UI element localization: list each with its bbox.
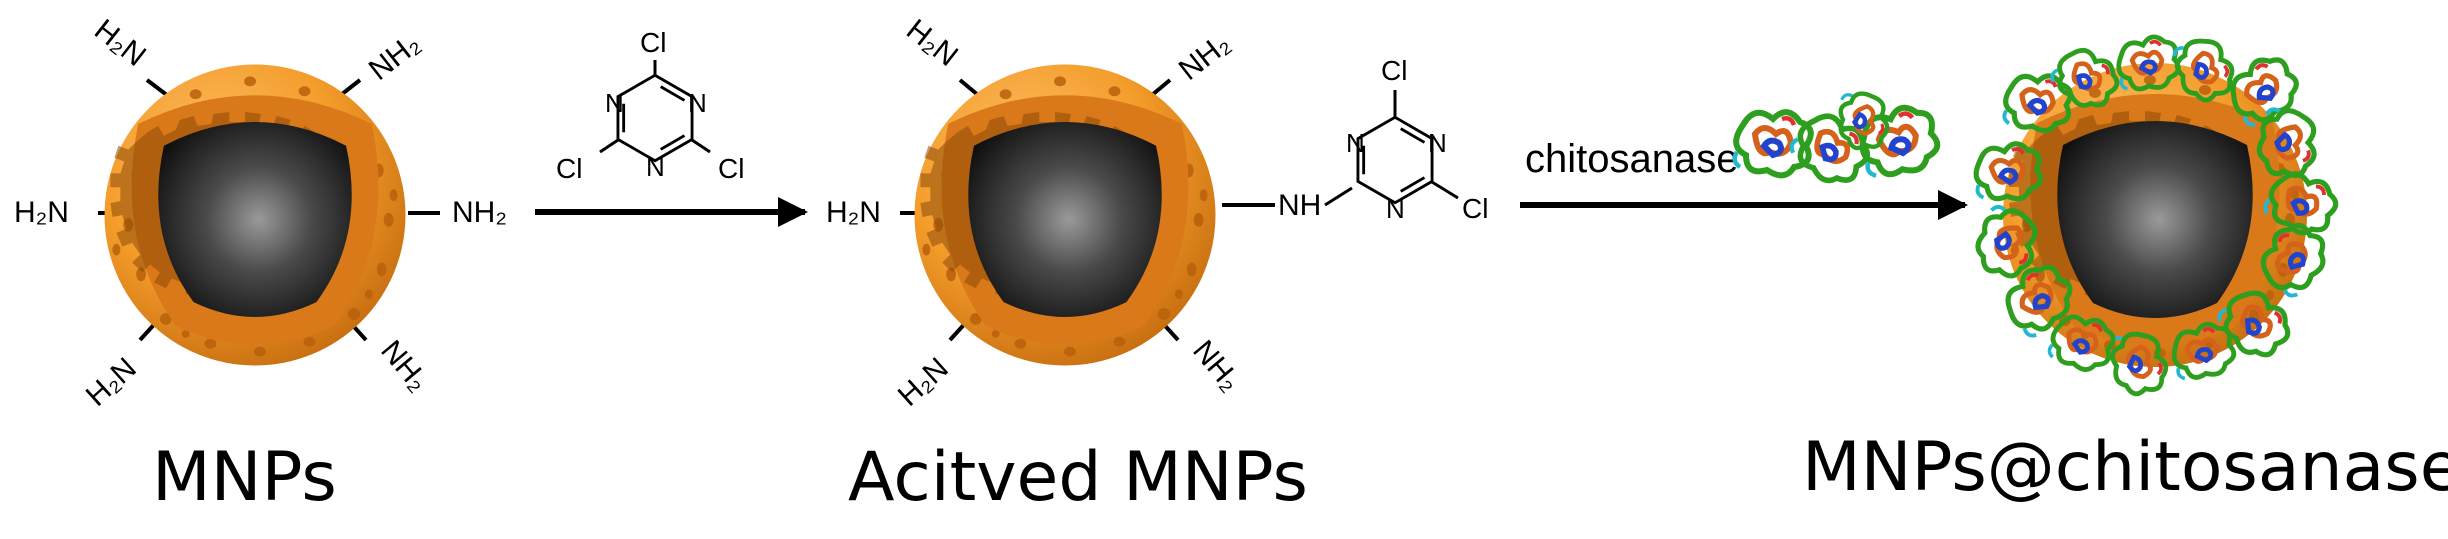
- stage-2-caption: Acitved MNPs: [848, 438, 1308, 517]
- amine-label-top-left: H₂N: [88, 13, 152, 73]
- reagent-name-label: chitosanase: [1525, 137, 1738, 181]
- linked-triazine: NH N N N Cl Cl: [1278, 55, 1488, 224]
- triazine-n-bottom: N: [1386, 194, 1405, 224]
- chlorine-top: Cl: [1381, 55, 1407, 86]
- nanoparticle-icon: [98, 64, 440, 366]
- amine-label-left: H₂N: [826, 196, 881, 229]
- stage-1-mnps: H₂N NH₂ H₂N NH₂ H₂N NH₂ MNPs: [14, 13, 507, 517]
- amine-label-left: H₂N: [14, 196, 69, 229]
- reagent-chitosanase: chitosanase: [1525, 89, 1945, 193]
- nanoparticle-icon: [900, 64, 1275, 366]
- triazine-n-left: N: [605, 88, 624, 118]
- stage-1-caption: MNPs: [152, 438, 337, 517]
- reagent-cyanuric-chloride: N N N Cl Cl Cl: [556, 27, 744, 184]
- amine-label-bottom-left: H₂N: [80, 352, 143, 413]
- chlorine-right: Cl: [1462, 193, 1488, 224]
- triazine-n-right: N: [1428, 128, 1447, 158]
- amine-label-bottom-right: NH₂: [374, 334, 435, 397]
- amine-label-right: NH₂: [452, 196, 507, 229]
- chlorine-right: Cl: [718, 153, 744, 184]
- triazine-n-right: N: [688, 88, 707, 118]
- amine-label-top-left: H₂N: [900, 13, 964, 73]
- protein-icon: [1735, 89, 1946, 193]
- stage-3-caption: MNPs@chitosanase: [1802, 428, 2448, 507]
- amine-label-top-right: NH₂: [1173, 27, 1237, 87]
- triazine-n-left: N: [1346, 128, 1365, 158]
- triazine-n-bottom: N: [646, 152, 665, 182]
- amine-label-bottom-right: NH₂: [1186, 334, 1247, 397]
- stage-2-activated-mnps: H₂N NH₂ H₂N H₂N NH₂ NH N N N Cl Cl Acitv…: [826, 13, 1488, 517]
- amine-label-top-right: NH₂: [363, 27, 427, 87]
- stage-3-immobilized-enzyme: MNPs@chitosanase: [1802, 30, 2448, 507]
- amine-label-bottom-left: H₂N: [892, 352, 955, 413]
- chlorine-top: Cl: [640, 27, 666, 58]
- linker-nh-label: NH: [1278, 189, 1321, 222]
- chlorine-left: Cl: [556, 153, 582, 184]
